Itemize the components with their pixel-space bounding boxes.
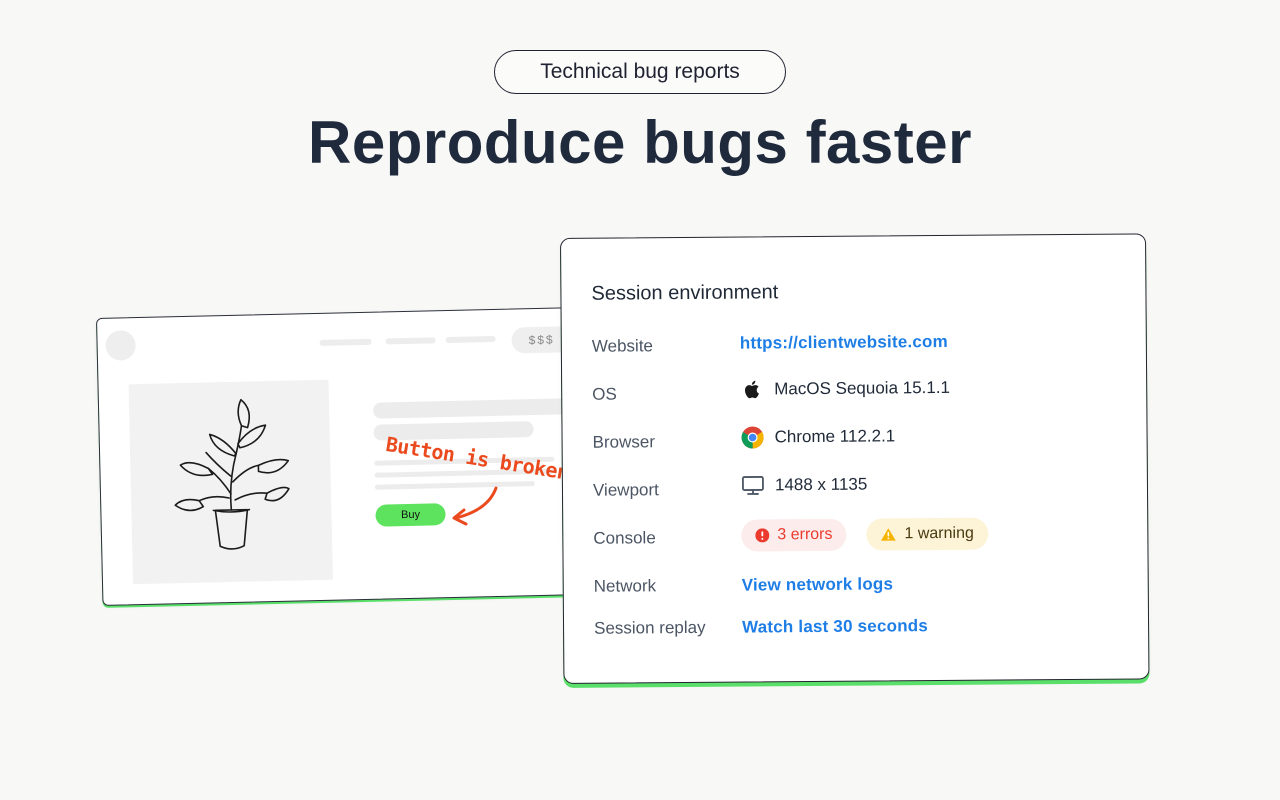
row-label-console: Console bbox=[593, 528, 656, 548]
error-icon bbox=[755, 528, 770, 543]
panel-title: Session environment bbox=[591, 281, 779, 305]
console-warnings-badge[interactable]: 1 warning bbox=[866, 517, 988, 551]
row-label-replay: Session replay bbox=[593, 617, 706, 638]
annotation-arrow-icon bbox=[452, 486, 498, 526]
row-value-os: MacOS Sequoia 15.1.1 bbox=[740, 376, 950, 402]
row-value-website: https://clientwebsite.com bbox=[740, 332, 948, 354]
network-logs-link[interactable]: View network logs bbox=[741, 574, 894, 595]
mock-nav-placeholder bbox=[445, 335, 496, 344]
warning-icon bbox=[881, 528, 896, 541]
console-errors-label: 3 errors bbox=[777, 525, 833, 544]
row-label-viewport: Viewport bbox=[592, 480, 659, 500]
website-link[interactable]: https://clientwebsite.com bbox=[739, 331, 948, 353]
row-label-browser: Browser bbox=[592, 432, 656, 452]
row-label-network: Network bbox=[593, 576, 657, 596]
session-environment-panel: Session environment Website https://clie… bbox=[560, 233, 1150, 684]
row-value-browser: Chrome 112.2.1 bbox=[740, 424, 895, 449]
mock-avatar bbox=[105, 330, 136, 361]
mock-text-placeholder bbox=[372, 398, 574, 419]
chrome-icon bbox=[741, 426, 764, 449]
os-value: MacOS Sequoia 15.1.1 bbox=[774, 377, 951, 399]
monitor-icon bbox=[741, 476, 764, 495]
mock-product-page: $$$ Buy bbox=[96, 306, 623, 606]
session-replay-link[interactable]: Watch last 30 seconds bbox=[741, 616, 929, 637]
section-badge: Technical bug reports bbox=[494, 50, 786, 94]
row-value-network: View network logs bbox=[742, 574, 894, 595]
row-value-viewport: 1488 x 1135 bbox=[741, 473, 868, 498]
row-value-replay: Watch last 30 seconds bbox=[742, 616, 928, 637]
mock-buy-button[interactable]: Buy bbox=[375, 503, 446, 527]
viewport-value: 1488 x 1135 bbox=[774, 474, 868, 495]
console-errors-badge[interactable]: 3 errors bbox=[741, 518, 847, 552]
mock-product-image bbox=[128, 379, 333, 585]
mock-nav-placeholder bbox=[319, 338, 372, 346]
plant-icon bbox=[174, 398, 290, 550]
console-warnings-label: 1 warning bbox=[904, 524, 974, 543]
section-badge-label: Technical bug reports bbox=[540, 60, 740, 83]
row-value-console: 3 errors 1 warning bbox=[741, 517, 988, 552]
row-label-website: Website bbox=[591, 336, 654, 356]
mock-nav-placeholder bbox=[385, 337, 436, 345]
browser-value: Chrome 112.2.1 bbox=[774, 426, 896, 447]
row-label-os: OS bbox=[592, 384, 617, 404]
page-title: Reproduce bugs faster bbox=[308, 109, 972, 176]
apple-icon bbox=[744, 380, 759, 399]
